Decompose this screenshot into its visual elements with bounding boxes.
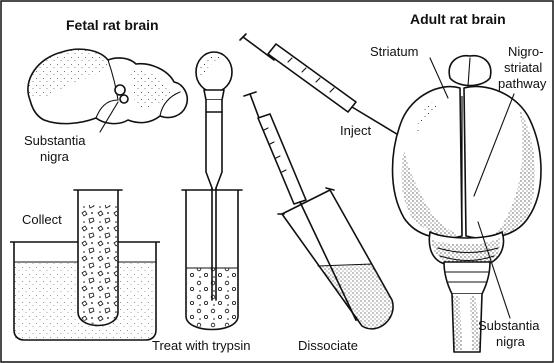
adult-title: Adult rat brain — [410, 11, 506, 27]
substantia-adult-line2: nigra — [496, 334, 526, 349]
adult-brain-drawing — [393, 56, 542, 352]
pathway-line1: Nigro- — [508, 44, 543, 59]
trypsin-tube — [182, 188, 242, 330]
dissociate-label: Dissociate — [298, 338, 358, 353]
treat-label: Treat with trypsin — [152, 338, 251, 353]
pathway-line3: pathway — [498, 76, 547, 91]
dissociate-tube — [278, 188, 393, 329]
substantia-fetal-line1: Substantia — [24, 133, 86, 148]
fetal-brain-drawing — [28, 49, 187, 132]
pathway-line2: striatal — [504, 60, 542, 75]
striatum-label: Striatum — [370, 44, 418, 59]
collect-tube — [74, 190, 122, 326]
inject-label: Inject — [340, 123, 371, 138]
substantia-fetal-line2: nigra — [40, 149, 70, 164]
fetal-title: Fetal rat brain — [66, 17, 159, 33]
substantia-adult-line1: Substantia — [478, 318, 540, 333]
collect-label: Collect — [22, 212, 62, 227]
